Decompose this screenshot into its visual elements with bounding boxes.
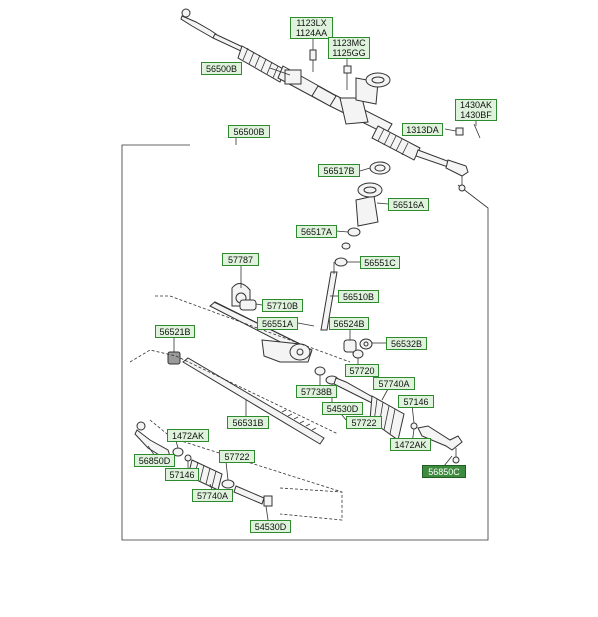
label-56531b[interactable]: 56531B bbox=[227, 416, 269, 429]
part-rack-housing[interactable] bbox=[209, 301, 313, 363]
label-57740a-right[interactable]: 57740A bbox=[373, 377, 415, 390]
label-1430ak-1430bf[interactable]: 1430AK 1430BF bbox=[455, 99, 497, 121]
label-1430bf: 1430BF bbox=[460, 110, 492, 120]
guide-dash-low bbox=[149, 419, 343, 493]
label-1472ak-left[interactable]: 1472AK bbox=[167, 429, 209, 442]
label-1123lx: 1123LX bbox=[296, 18, 327, 28]
label-56510b[interactable]: 56510B bbox=[338, 290, 379, 303]
label-1125gg: 1125GG bbox=[332, 48, 366, 58]
label-56532b[interactable]: 56532B bbox=[386, 337, 427, 350]
part-57720[interactable] bbox=[352, 349, 364, 359]
label-56517a[interactable]: 56517A bbox=[296, 225, 337, 238]
label-56551a[interactable]: 56551A bbox=[257, 317, 298, 330]
part-56531b[interactable] bbox=[182, 357, 325, 445]
label-1123mc: 1123MC bbox=[332, 38, 366, 48]
label-56500b-box[interactable]: 56500B bbox=[228, 125, 270, 138]
assembly-frame bbox=[121, 144, 489, 541]
label-57738b[interactable]: 57738B bbox=[296, 385, 337, 398]
part-56524b[interactable] bbox=[343, 339, 357, 353]
label-54530d-mid[interactable]: 54530D bbox=[322, 402, 363, 415]
guide-dash-upper bbox=[155, 295, 351, 363]
label-56850c[interactable]: 56850C bbox=[422, 465, 466, 478]
label-1124aa: 1124AA bbox=[295, 28, 328, 38]
label-56500b-top[interactable]: 56500B bbox=[201, 62, 242, 75]
label-57710b[interactable]: 57710B bbox=[262, 299, 303, 312]
label-1123mc-1125gg[interactable]: 1123MC 1125GG bbox=[328, 37, 370, 59]
part-56521b[interactable] bbox=[167, 351, 181, 365]
label-1472ak-right[interactable]: 1472AK bbox=[390, 438, 431, 451]
part-57710b[interactable] bbox=[239, 299, 257, 311]
label-56517b[interactable]: 56517B bbox=[318, 164, 360, 177]
part-56517b-inner bbox=[374, 164, 386, 172]
label-1430ak: 1430AK bbox=[459, 100, 493, 110]
part-washer bbox=[341, 242, 351, 250]
guide-dash-mid bbox=[129, 349, 339, 435]
label-54530d-bottom[interactable]: 54530D bbox=[250, 520, 291, 533]
part-56532b-hole bbox=[363, 341, 369, 347]
part-57738b[interactable] bbox=[314, 366, 326, 376]
label-1313da[interactable]: 1313DA bbox=[402, 123, 443, 136]
label-56524b[interactable]: 56524B bbox=[329, 317, 369, 330]
label-56521b[interactable]: 56521B bbox=[155, 325, 195, 338]
part-57146-left[interactable] bbox=[184, 454, 192, 462]
label-56850d[interactable]: 56850D bbox=[134, 454, 175, 467]
label-1123lx-1124aa[interactable]: 1123LX 1124AA bbox=[290, 17, 333, 39]
label-57722-mid[interactable]: 57722 bbox=[346, 416, 382, 429]
label-56551c[interactable]: 56551C bbox=[360, 256, 400, 269]
label-57146-right[interactable]: 57146 bbox=[398, 395, 434, 408]
part-56516a[interactable] bbox=[355, 182, 383, 227]
guide-dash-low2 bbox=[279, 487, 343, 521]
label-56516a[interactable]: 56516A bbox=[388, 198, 429, 211]
part-57722-left[interactable] bbox=[221, 479, 235, 489]
label-57740a-left[interactable]: 57740A bbox=[192, 489, 233, 502]
label-57720[interactable]: 57720 bbox=[345, 364, 379, 377]
part-56510b[interactable] bbox=[320, 262, 338, 331]
label-57146-left[interactable]: 57146 bbox=[165, 468, 199, 481]
label-57722-left[interactable]: 57722 bbox=[219, 450, 255, 463]
part-56551c[interactable] bbox=[334, 257, 348, 267]
rack-assembly-top[interactable] bbox=[180, 8, 481, 192]
part-54530d-left[interactable] bbox=[233, 485, 273, 507]
label-57787[interactable]: 57787 bbox=[222, 253, 259, 266]
part-57146-right[interactable] bbox=[410, 422, 418, 430]
part-56517a[interactable] bbox=[347, 227, 361, 237]
